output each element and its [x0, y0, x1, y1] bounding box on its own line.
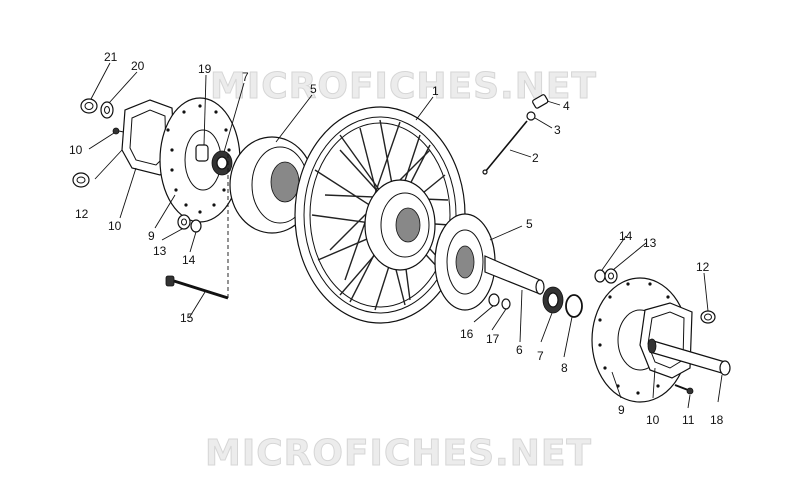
axle-bolt-15 [165, 150, 229, 300]
left-spacer-14 [190, 219, 202, 233]
callout-14-left: 14 [182, 253, 196, 267]
watermark-bottom: MICROFICHES.NET [205, 433, 592, 474]
right-bearing-7 [542, 286, 564, 314]
inflation-valve-2 [482, 120, 528, 175]
callout-9-left: 9 [148, 229, 155, 243]
left-spacer-19 [195, 144, 209, 162]
callout-4: 4 [563, 99, 570, 113]
callout-19: 19 [198, 62, 212, 76]
valve-nut-3 [526, 111, 536, 121]
callout-labels: 21 20 19 7 5 1 4 3 2 10 12 10 9 13 14 15… [69, 50, 724, 427]
callout-7-left: 7 [242, 70, 249, 84]
callout-16: 16 [460, 327, 474, 341]
callout-13-left: 13 [153, 244, 167, 258]
right-bolt-11 [674, 384, 694, 395]
callout-21: 21 [104, 50, 118, 64]
right-hub-cover-5 [434, 213, 496, 311]
callout-10-upper-left: 10 [69, 143, 83, 157]
axle-spacer-6 [484, 255, 545, 295]
callout-7-right: 7 [537, 349, 544, 363]
left-nut-21 [80, 98, 98, 114]
callout-18: 18 [710, 413, 724, 427]
right-seal-16 [488, 293, 500, 307]
left-hub-cover-5 [229, 136, 315, 234]
callout-14-right: 14 [619, 229, 633, 243]
callout-1: 1 [432, 84, 439, 98]
left-bearing-7 [211, 150, 233, 176]
callout-20: 20 [131, 59, 145, 73]
callout-2: 2 [532, 151, 539, 165]
callout-8: 8 [561, 361, 568, 375]
callout-5-right: 5 [526, 217, 533, 231]
callout-17: 17 [486, 332, 500, 346]
callout-10-lower-left: 10 [108, 219, 122, 233]
wire-spoke-wheel-1 [294, 106, 466, 324]
callout-6: 6 [516, 343, 523, 357]
right-washer-17 [501, 298, 511, 310]
right-spacer-14 [594, 269, 606, 283]
circlip-8 [565, 294, 583, 318]
callout-12-right: 12 [696, 260, 710, 274]
callout-10-right: 10 [646, 413, 660, 427]
callout-15: 15 [180, 311, 194, 325]
left-nut-12 [72, 172, 90, 188]
right-nut-12 [700, 310, 716, 324]
valve-cap-4 [532, 94, 549, 109]
left-washer-13 [177, 214, 191, 230]
leader-lines [88, 62, 723, 409]
right-washer-13 [604, 268, 618, 284]
callout-13-right: 13 [643, 236, 657, 250]
callout-12-left: 12 [75, 207, 89, 221]
left-washer-20 [100, 101, 114, 119]
wheel-axle-18 [647, 338, 731, 376]
callout-9-right: 9 [618, 403, 625, 417]
callout-11: 11 [682, 413, 695, 427]
callout-3: 3 [554, 123, 561, 137]
watermark-top: MICROFICHES.NET [210, 66, 597, 107]
callout-5-left: 5 [310, 82, 317, 96]
